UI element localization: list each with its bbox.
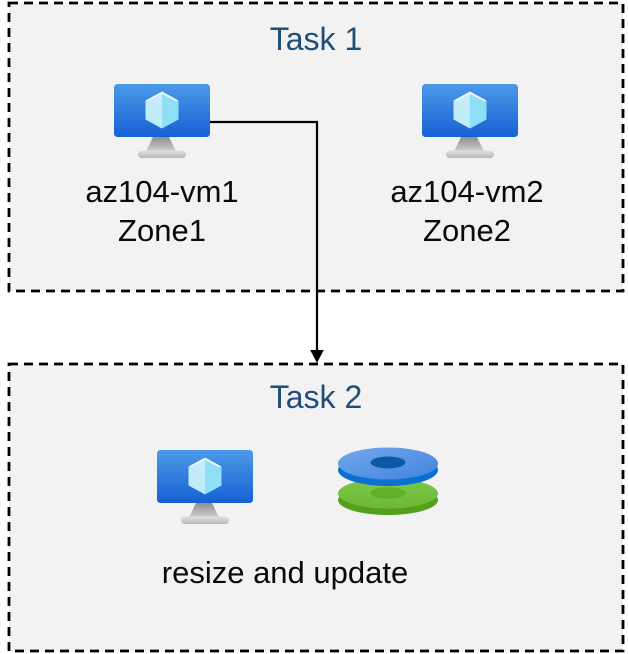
vm1-zone: Zone1 [118, 213, 206, 248]
vm2-zone: Zone2 [423, 213, 511, 248]
disks-icon [338, 446, 438, 516]
virtual-machine-icon [114, 84, 210, 162]
virtual-machine-icon [422, 84, 518, 162]
vm2-name: az104-vm2 [390, 174, 544, 209]
task2-box [7, 362, 625, 653]
vm1-name: az104-vm1 [85, 174, 239, 209]
vm1-label: az104-vm1 Zone1 [42, 172, 282, 250]
task2-title: Task 2 [269, 379, 363, 415]
vm2-label: az104-vm2 Zone2 [347, 172, 587, 250]
flow-arrow [210, 120, 324, 363]
task2-caption: resize and update [161, 555, 409, 590]
virtual-machine-icon [157, 450, 253, 528]
task1-title: Task 1 [269, 21, 363, 57]
